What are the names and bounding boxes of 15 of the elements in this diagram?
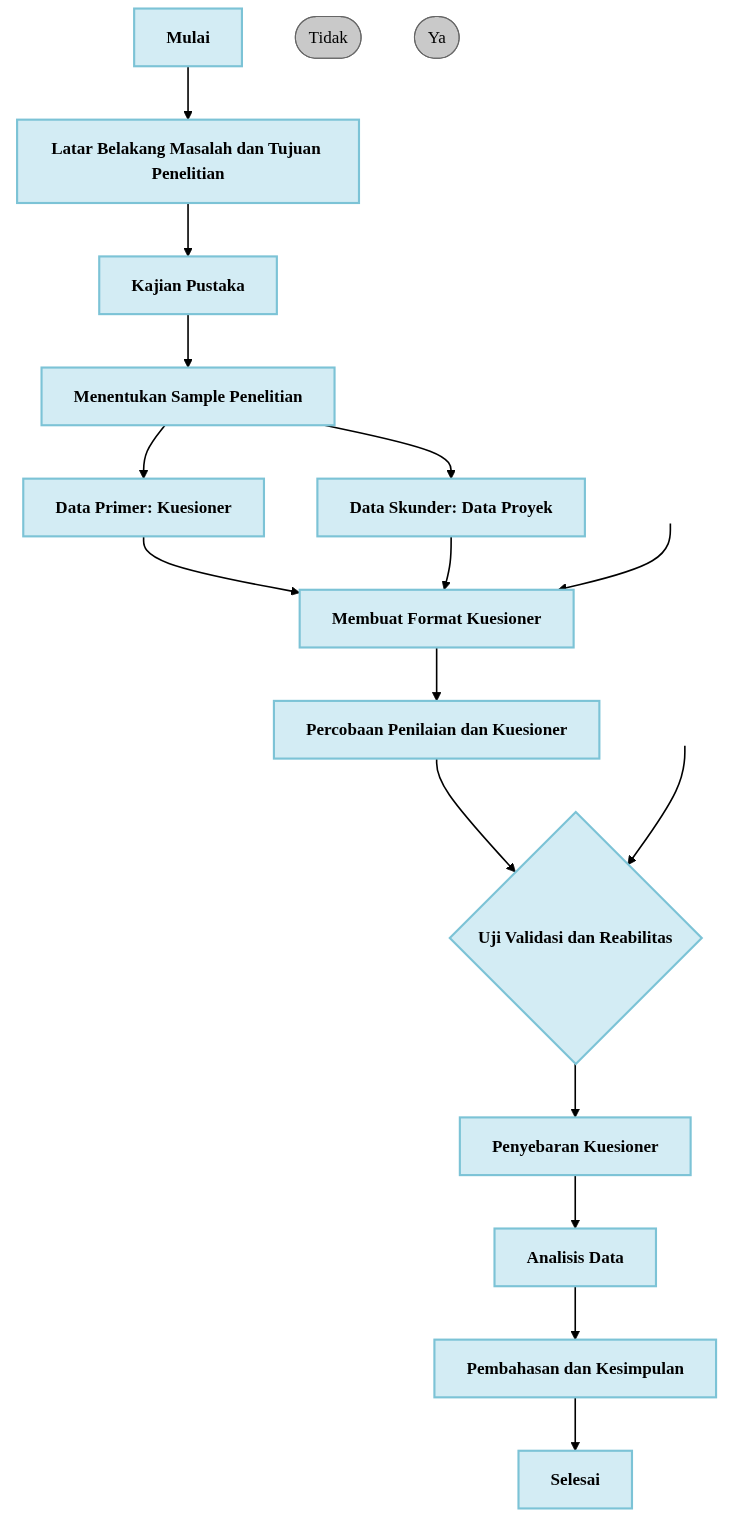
node-box: Latar Belakang Masalah dan Tujuan Penelitian [16,118,361,205]
node-box: Mulai [133,7,243,68]
node-box: Percobaan Penilaian dan Kuesioner [272,699,601,760]
arrow [627,744,686,866]
node-diamond: Uji Validasi dan Reabilitas [448,810,704,1066]
node-box: Analisis Data [493,1227,658,1288]
node-box: Data Skunder: Data Proyek [316,477,586,538]
node-box: Kajian Pustaka [98,255,278,316]
node-box: Penyebaran Kuesioner [458,1116,692,1177]
arrow [570,1063,580,1118]
node-box: Menentukan Sample Penelitian [40,366,336,427]
node-box: Membuat Format Kuesioner [298,588,575,649]
node-box: Selesai [517,1449,634,1510]
node-box: Data Primer: Kuesioner [22,477,266,538]
node-box: Pembahasan dan Kesimpulan [433,1338,718,1399]
